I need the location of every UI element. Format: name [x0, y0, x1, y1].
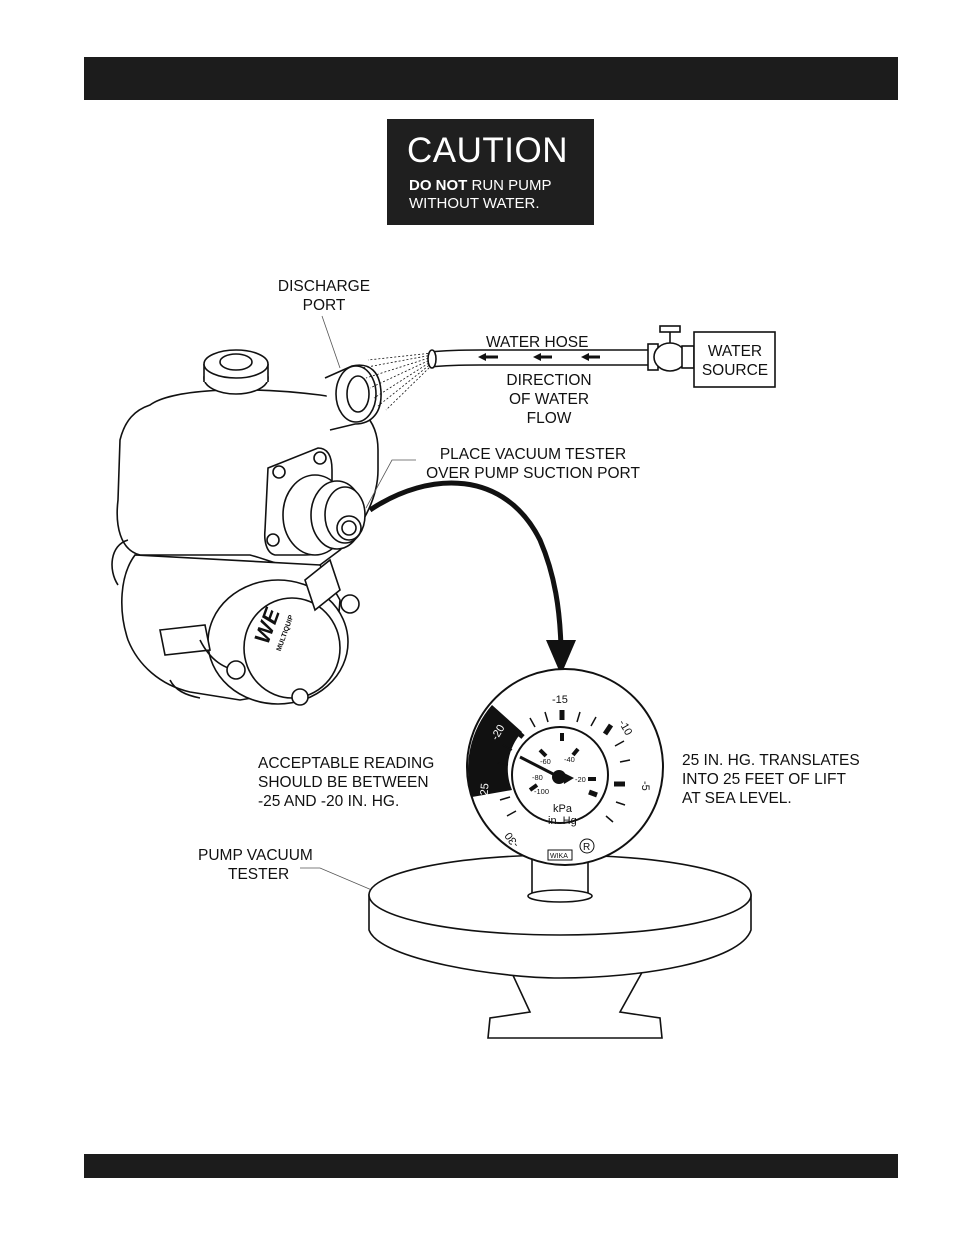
water-source-line-2: SOURCE [701, 362, 769, 379]
direction-line-3: FLOW [526, 410, 572, 427]
tester-line-2: TESTER [228, 866, 290, 883]
acceptable-reading-label: ACCEPTABLE READING SHOULD BE BETWEEN -25… [258, 754, 434, 811]
gauge-brand-box [547, 849, 573, 861]
footer-bar [84, 1154, 898, 1178]
direction-line-2: OF WATER [508, 391, 590, 408]
gauge-brand: WIKA [550, 853, 568, 860]
tester-line-1: PUMP VACUUM [198, 847, 313, 864]
tester-transfer-arrowhead [546, 640, 576, 675]
caution-title: CAUTION [407, 131, 568, 170]
direction-label: DIRECTION OF WATER FLOW [492, 371, 606, 428]
gauge-unit-inhg: in. Hg [548, 815, 577, 827]
gauge-unit-kpa: kPa [553, 803, 573, 815]
translates-line-2: INTO 25 FEET OF LIFT [682, 771, 846, 788]
registered-mark [579, 838, 595, 854]
discharge-port-line-2: PORT [302, 297, 346, 314]
flow-arrows [478, 353, 600, 361]
gauge-kpa-minus40: -40 [564, 755, 575, 764]
gauge-kpa-minus80: -80 [532, 773, 543, 782]
translates-line-1: 25 IN. HG. TRANSLATES [682, 752, 860, 769]
caution-box: CAUTION DO NOT RUN PUMP WITHOUT WATER. [387, 119, 594, 225]
pump-illustration [111, 349, 382, 706]
gauge-label-minus5: -5 [639, 781, 651, 791]
caution-line-2: WITHOUT WATER. [409, 195, 540, 212]
gauge-kpa-minus60: -60 [540, 757, 551, 766]
tester-transfer-arrow [368, 480, 564, 649]
caution-run-pump: RUN PUMP [467, 177, 552, 194]
water-hose [427, 349, 650, 369]
caution-line-1: DO NOT RUN PUMP [409, 177, 552, 195]
vacuum-gauge: -15 -10 -5 -20 -25 -30 -60 -40 -20 -80 -… [466, 668, 664, 866]
header-bar [84, 57, 898, 100]
gauge-kpa-minus100: -100 [534, 787, 549, 796]
lift-translation-label: 25 IN. HG. TRANSLATES INTO 25 FEET OF LI… [682, 751, 860, 808]
water-source-box [693, 331, 776, 388]
place-tester-line-2: OVER PUMP SUCTION PORT [426, 465, 640, 482]
discharge-port-label: DISCHARGE PORT [267, 277, 381, 315]
water-spray [361, 352, 433, 411]
gauge-label-minus25: -25 [478, 783, 491, 800]
gauge-kpa-minus20: -20 [575, 775, 586, 784]
water-hose-label: WATER HOSE [486, 334, 589, 351]
water-valve [647, 325, 695, 372]
place-tester-line-1: PLACE VACUUM TESTER [439, 446, 627, 463]
place-tester-label: PLACE VACUUM TESTER OVER PUMP SUCTION PO… [413, 445, 653, 483]
direction-line-1: DIRECTION [506, 372, 592, 389]
discharge-port-line-1: DISCHARGE [277, 278, 371, 295]
registered-letter: R [583, 842, 590, 853]
water-source-label: WATER SOURCE [696, 342, 774, 380]
acceptable-line-2: SHOULD BE BETWEEN [258, 774, 429, 791]
gauge-needle [519, 755, 560, 779]
gauge-label-minus15: -15 [552, 694, 568, 706]
acceptable-range-band [467, 705, 522, 797]
tester-base [368, 854, 752, 1039]
caution-do-not: DO NOT [409, 177, 468, 194]
pump-vacuum-tester-label: PUMP VACUUM TESTER [198, 846, 313, 884]
translates-line-3: AT SEA LEVEL. [682, 790, 792, 807]
water-source-line-1: WATER [707, 343, 763, 360]
acceptable-line-1: ACCEPTABLE READING [258, 755, 435, 772]
acceptable-line-3: -25 AND -20 IN. HG. [258, 793, 400, 810]
